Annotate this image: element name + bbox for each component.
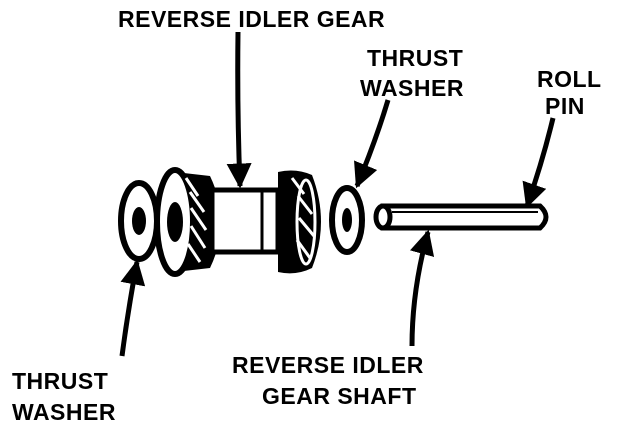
thrust-washer-right	[329, 185, 365, 255]
label-gear-shaft-1: REVERSE IDLER	[232, 352, 424, 378]
thrust-washer-left	[118, 180, 160, 262]
reverse-idler-gear-shaft	[373, 203, 549, 231]
leader-arrows	[119, 31, 556, 357]
label-thrust-washer-left-2: WASHER	[12, 399, 116, 425]
label-thrust-washer-right-2: WASHER	[360, 75, 464, 101]
label-roll-pin-2: PIN	[545, 93, 585, 119]
reverse-idler-gear	[154, 167, 321, 277]
arrow-reverse-idler-gear	[226, 31, 252, 189]
arrow-roll-pin	[522, 117, 556, 209]
label-thrust-washer-right-1: THRUST	[367, 45, 463, 71]
label-thrust-washer-left-1: THRUST	[12, 368, 108, 394]
label-gear-shaft-2: GEAR SHAFT	[262, 383, 417, 409]
arrow-gear-shaft	[409, 229, 435, 347]
arrow-thrust-washer-left	[119, 259, 146, 357]
label-roll-pin-1: ROLL	[537, 66, 602, 92]
arrow-thrust-washer-right	[354, 99, 391, 189]
label-reverse-idler-gear: REVERSE IDLER GEAR	[118, 6, 385, 32]
